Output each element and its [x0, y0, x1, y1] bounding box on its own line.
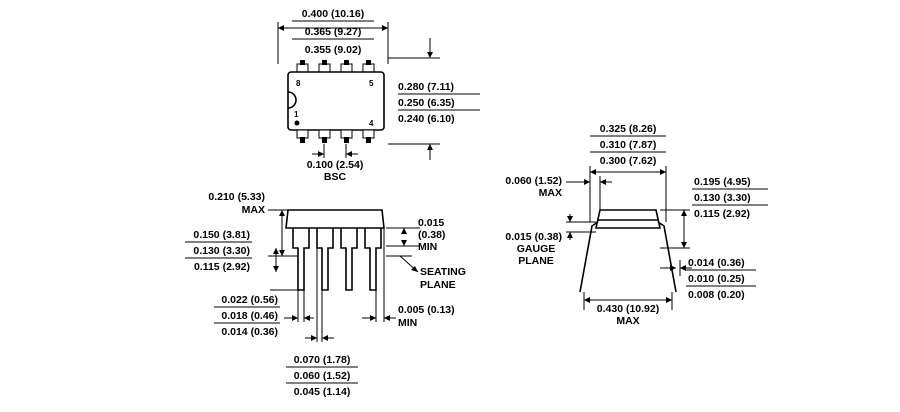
top-view-leads-lower	[296, 129, 375, 143]
standoff-note: MIN	[418, 241, 437, 253]
end-view-body	[595, 209, 661, 229]
side-view: 0.210 (5.33) MAX 0.150 (3.81) 0.130 (3.3…	[185, 191, 466, 398]
lead-thickness-min: 0.008 (0.20)	[688, 289, 745, 301]
pin-4-label: 4	[369, 119, 374, 128]
seating-plane-label-1: SEATING	[420, 266, 466, 278]
standoff-mm: (0.38)	[418, 229, 445, 241]
pitch-note: BSC	[324, 171, 347, 183]
end-gap-note: MIN	[398, 317, 417, 329]
body-height-max: 0.195 (4.95)	[694, 176, 751, 188]
seating-plane-label-2: PLANE	[420, 279, 456, 291]
top-width-nom: 0.250 (6.35)	[398, 97, 455, 109]
top-width-min: 0.240 (6.10)	[398, 113, 455, 125]
height-max-note: MAX	[242, 204, 265, 216]
pin-1-label: 1	[294, 110, 299, 119]
standoff-value: 0.015	[418, 217, 444, 229]
lead-length-nom: 0.130 (3.30)	[193, 245, 250, 257]
lead-length-min: 0.115 (2.92)	[194, 261, 250, 273]
height-max-value: 0.210 (5.33)	[208, 191, 265, 203]
top-view-leads-upper	[296, 60, 375, 73]
shoulder-max: 0.070 (1.78)	[294, 354, 351, 366]
lead-width-min: 0.014 (0.36)	[221, 326, 278, 338]
lead-thickness-max: 0.014 (0.36)	[688, 257, 745, 269]
shoulder-min: 0.045 (1.14)	[294, 386, 351, 398]
top-length-min: 0.355 (9.02)	[305, 44, 362, 56]
row-spacing-min: 0.300 (7.62)	[600, 155, 657, 167]
offset-value: 0.060 (1.52)	[505, 175, 562, 187]
lead-width-nom: 0.018 (0.46)	[221, 310, 278, 322]
gauge-label-1: GAUGE	[517, 243, 556, 255]
pin1-dot	[294, 120, 300, 126]
top-length-nom: 0.365 (9.27)	[305, 26, 362, 38]
span-value: 0.430 (10.92)	[597, 303, 659, 315]
top-width-max: 0.280 (7.11)	[398, 81, 454, 93]
row-spacing-max: 0.325 (8.26)	[600, 123, 657, 135]
end-view-lead-right	[657, 221, 677, 293]
gauge-value: 0.015 (0.38)	[505, 231, 562, 243]
pitch-value: 0.100 (2.54)	[307, 159, 364, 171]
top-length-max: 0.400 (10.16)	[302, 8, 364, 20]
end-view-lead-left	[579, 221, 599, 293]
side-view-body	[285, 209, 385, 229]
lead-length-max: 0.150 (3.81)	[193, 229, 250, 241]
top-view-body	[287, 71, 385, 131]
body-height-nom: 0.130 (3.30)	[694, 192, 751, 204]
shoulder-nom: 0.060 (1.52)	[294, 370, 351, 382]
end-view: 0.325 (8.26) 0.310 (7.87) 0.300 (7.62) 0…	[505, 123, 768, 327]
offset-note: MAX	[539, 187, 562, 199]
end-gap-value: 0.005 (0.13)	[398, 304, 455, 316]
pin-5-label: 5	[369, 79, 374, 88]
pin1-notch	[287, 91, 297, 109]
lead-thickness-nom: 0.010 (0.25)	[688, 273, 745, 285]
pin-8-label: 8	[296, 79, 301, 88]
gauge-label-2: PLANE	[518, 255, 554, 267]
row-spacing-nom: 0.310 (7.87)	[600, 139, 657, 151]
lead-width-max: 0.022 (0.56)	[221, 294, 278, 306]
side-view-leads	[292, 228, 382, 291]
span-note: MAX	[616, 315, 639, 327]
body-height-min: 0.115 (2.92)	[694, 208, 750, 220]
top-view: 0.400 (10.16) 0.365 (9.27) 0.355 (9.02) …	[277, 8, 480, 183]
